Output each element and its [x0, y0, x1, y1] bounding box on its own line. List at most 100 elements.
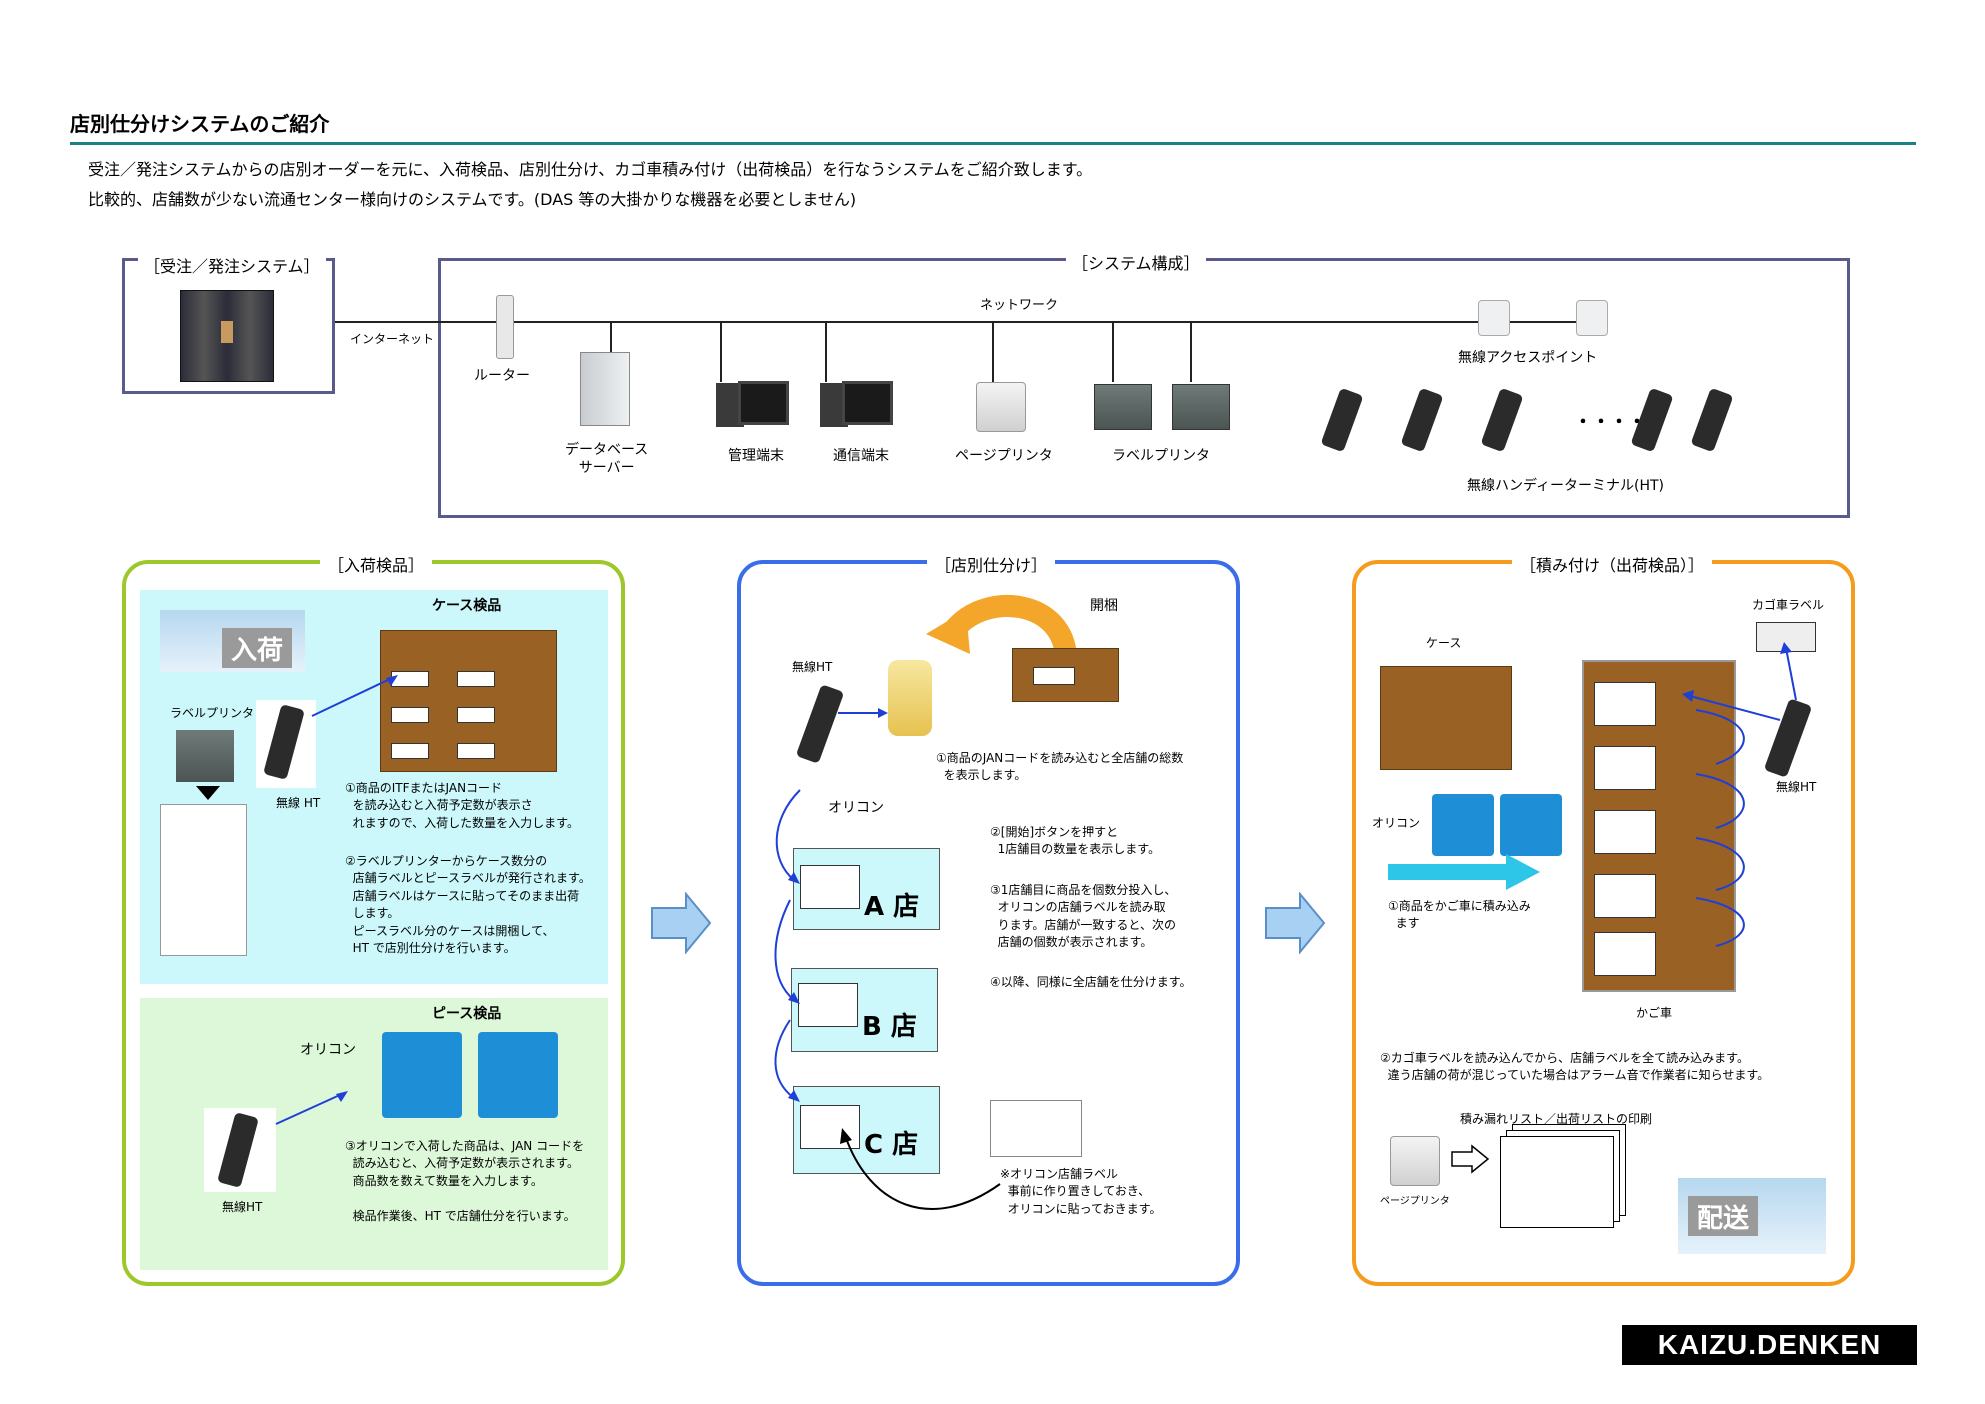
delivery-truck-text: 配送: [1688, 1196, 1758, 1236]
receiving-title: ［入荷検品］: [320, 552, 433, 576]
print-arrow-icon: [1451, 1144, 1490, 1174]
printed-list-icon: [1500, 1136, 1614, 1228]
unpack-arrow-icon: [926, 595, 1077, 661]
store-c-label-icon: [800, 1105, 860, 1149]
loading-oricon-label: オリコン: [1372, 816, 1421, 830]
label-printer-label: ラベルプリンタ: [1112, 448, 1210, 464]
loading-page-printer-label: ページプリンタ: [1380, 1196, 1450, 1207]
ht-label: 無線ハンディーターミナル(HT): [1467, 478, 1665, 494]
oricon-store-label-sample-icon: [990, 1100, 1082, 1157]
inbound-truck-text: 入荷: [222, 628, 292, 668]
store-b-name: B 店: [862, 1012, 917, 1042]
admin-monitor-icon: [738, 381, 789, 425]
admin-terminal-label: 管理端末: [728, 448, 784, 464]
mainframe-icon: [180, 290, 274, 382]
loading-title: ［積み付け（出荷検品）］: [1512, 552, 1713, 576]
access-point-1-icon: [1478, 300, 1510, 336]
access-point-label: 無線アクセスポイント: [1458, 350, 1598, 366]
sorting-note-2: ②[開始]ボタンを押すと 1店舗目の数量を表示します。: [990, 825, 1161, 857]
drop-line-admin: [720, 322, 722, 382]
receiving-ht-label: 無線 HT: [276, 796, 321, 810]
sorting-ht-label: 無線HT: [792, 660, 833, 674]
ap-link-line: [1520, 321, 1580, 323]
piece-inspection-title: ピース検品: [432, 1006, 502, 1022]
drop-line-label-printer-1: [1112, 322, 1114, 382]
piece-ht-icon: [204, 1108, 276, 1192]
comm-terminal-label: 通信端末: [833, 448, 889, 464]
network-backbone: [510, 321, 1595, 323]
receiving-note-3: ③オリコンで入荷した商品は、JAN コードを 読み込むと、入荷予定数が表示されま…: [345, 1139, 585, 1223]
store-a-name: A 店: [864, 892, 920, 922]
intro-line-2: 比較的、店舗数が少ない流通センター様向けのシステムです。(DAS 等の大掛かりな…: [88, 190, 857, 209]
store-b-box: B 店: [791, 968, 938, 1052]
store-c-name: C 店: [864, 1130, 919, 1160]
drop-line-page-printer: [992, 322, 994, 382]
cage-scan-arrows-icon: [1682, 642, 1797, 947]
store-c-box: C 店: [793, 1086, 940, 1174]
piece-scan-arrow-icon: [275, 1091, 348, 1125]
case-inspection-title: ケース検品: [432, 598, 502, 614]
receiving-ht-icon: [256, 700, 316, 788]
loading-case-stack-icon: [1380, 666, 1512, 770]
product-bottle-icon: [888, 660, 932, 736]
sorting-ht-icon: [795, 684, 845, 766]
sorting-scan-arrow-icon: [838, 708, 888, 718]
sorting-note-4: ④以降、同様に全店舗を仕分けます。: [990, 975, 1192, 989]
delivery-truck-icon: 配送: [1678, 1178, 1826, 1254]
order-system-label: ［受注／発注システム］: [138, 253, 326, 277]
loading-ht-label: 無線HT: [1776, 780, 1817, 794]
db-server-label: データベース サーバー: [565, 442, 649, 476]
inbound-truck-icon: 入荷: [160, 610, 305, 672]
oricon-1-icon: [382, 1032, 462, 1118]
page-printer-icon: [976, 382, 1026, 432]
load-arrow-icon: [1388, 854, 1540, 890]
cage-cart-label: かご車: [1636, 1006, 1673, 1020]
cage-label-title: カゴ車ラベル: [1752, 598, 1825, 612]
sorting-note-1: ①商品のJANコードを読み込むと全店舗の総数 を表示します。: [936, 751, 1184, 783]
store-a-box: A 店: [793, 848, 940, 930]
sorting-oricon-label: オリコン: [828, 800, 884, 816]
print-list-label: 積み漏れリスト／出荷リストの印刷: [1460, 1112, 1653, 1126]
loading-case-label: ケース: [1426, 636, 1462, 650]
title-rule: [70, 142, 1916, 145]
router-label: ルーター: [474, 368, 530, 384]
intro-line-1: 受注／発注システムからの店別オーダーを元に、入荷検品、店別仕分け、カゴ車積み付け…: [88, 160, 1093, 179]
unpack-label: 開梱: [1090, 598, 1118, 614]
drop-line-comm: [825, 322, 827, 382]
down-arrow-icon: [196, 786, 220, 800]
flow-arrow-1-icon: [651, 892, 712, 954]
drop-line-label-printer-2: [1190, 322, 1192, 382]
receiving-note-2: ②ラベルプリンターからケース数分の 店舗ラベルとピースラベルが発行されます。 店…: [345, 854, 591, 955]
sorting-note-3: ③1店舗目に商品を個数分投入し、 オリコンの店舗ラベルを読み取 ります。店舗が一…: [990, 883, 1177, 950]
db-server-icon: [580, 352, 630, 426]
sorting-title: ［店別仕分け］: [927, 552, 1056, 576]
open-case-icon: [1012, 648, 1119, 702]
page-printer-label: ページプリンタ: [955, 448, 1053, 464]
piece-ht-label: 無線HT: [222, 1200, 263, 1214]
receiving-label-printer-label: ラベルプリンタ: [170, 706, 255, 720]
oricon-2-icon: [478, 1032, 558, 1118]
case-stack-icon: [380, 630, 557, 772]
receiving-oricon-label: オリコン: [300, 1042, 356, 1058]
comm-monitor-icon: [842, 381, 893, 425]
store-a-label-icon: [800, 865, 860, 909]
receiving-label-printer-icon: [176, 730, 234, 782]
store-b-label-icon: [798, 983, 858, 1027]
flow-arrow-2-icon: [1265, 892, 1326, 954]
system-config-label: ［システム構成］: [1066, 250, 1206, 274]
ht-ellipsis: ・・・・: [1574, 412, 1646, 433]
internet-line: [335, 321, 505, 323]
page-title: 店別仕分けシステムのご紹介: [70, 112, 330, 136]
loading-oricon-2-icon: [1500, 794, 1562, 856]
label-printer-2-icon: [1172, 384, 1230, 430]
router-icon: [496, 295, 514, 359]
receiving-note-1: ①商品のITFまたはJANコード を読み込むと入荷予定数が表示さ れますので、入…: [345, 781, 579, 830]
loading-oricon-1-icon: [1432, 794, 1494, 856]
drop-line-db: [610, 322, 612, 352]
company-logo: KAIZU.DENKEN: [1622, 1325, 1917, 1365]
printed-labels-icon: [160, 804, 247, 956]
oricon-store-label-note: ※オリコン店舗ラベル 事前に作り置きしておき、 オリコンに貼っておきます。: [1000, 1167, 1162, 1216]
loading-note-1: ①商品をかご車に積み込み ます: [1388, 899, 1531, 931]
cage-cart-icon: [1582, 660, 1736, 992]
scan-arrow-icon: [311, 675, 398, 717]
